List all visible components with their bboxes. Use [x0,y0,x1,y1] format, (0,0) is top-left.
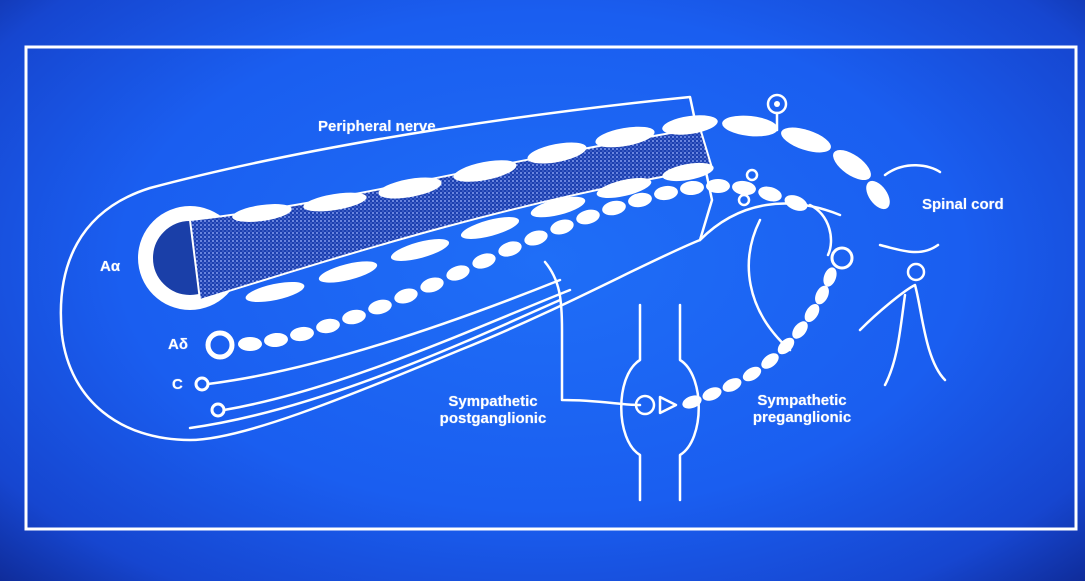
a-delta-label: Aδ [168,336,188,353]
symp-pre-line2: preganglionic [737,409,867,426]
sympathetic-postganglionic-label: Sympathetic postganglionic [418,393,568,428]
preganglionic-cell [832,248,852,268]
c-fiber-label: C [172,376,183,393]
spinal-cord-cell [908,264,924,280]
a-alpha-label: Aα [100,258,120,275]
synapse-triangle [660,397,676,413]
symp-post-line1: Sympathetic [418,393,568,410]
symp-pre-line1: Sympathetic [737,392,867,409]
nerve-sheath-inner [700,204,840,240]
sympathetic-preganglionic-label: Sympathetic preganglionic [737,392,867,427]
spinal-cord-label: Spinal cord [922,196,1004,213]
peripheral-nerve-label: Peripheral nerve [318,118,436,135]
symp-post-line2: postganglionic [418,410,568,427]
a-delta-cross-section [208,333,232,357]
sympathetic-preganglionic-chain [681,266,840,412]
